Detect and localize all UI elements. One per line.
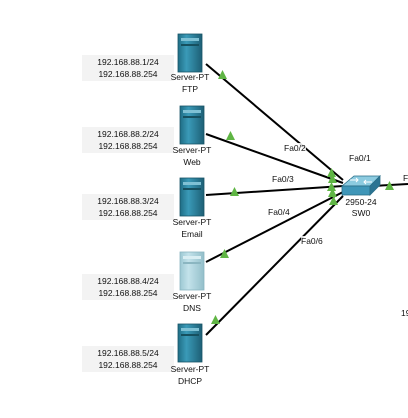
- link-dhcp[interactable]: [205, 195, 344, 336]
- ip-address: 192.168.88.1/24: [97, 57, 159, 67]
- switch-model-label: 2950-24: [345, 197, 377, 207]
- server-name-dns: DNS: [183, 303, 201, 313]
- server-type-label: Server-PT: [170, 72, 210, 82]
- link-up-icon: [329, 196, 338, 205]
- ip-config-ftp: 192.168.88.1/24 192.168.88.254: [82, 55, 174, 81]
- link-up-icon: [328, 188, 337, 197]
- gateway-address: 192.168.88.254: [98, 141, 158, 151]
- edge-label-bottom: 19: [401, 308, 408, 318]
- edge-label-top: F: [403, 173, 408, 183]
- link-web[interactable]: [205, 133, 344, 184]
- server-icon[interactable]: [177, 323, 203, 363]
- ip-address: 192.168.88.3/24: [97, 196, 159, 206]
- link-up-icon: [328, 174, 337, 183]
- ip-address: 192.168.88.5/24: [97, 348, 159, 358]
- ip-config-web: 192.168.88.2/24 192.168.88.254: [82, 127, 174, 153]
- server-icon[interactable]: [179, 105, 205, 145]
- server-name-dhcp: DHCP: [177, 376, 203, 386]
- link-ftp[interactable]: [205, 63, 344, 181]
- server-icon[interactable]: [179, 177, 205, 217]
- ip-config-dhcp: 192.168.88.5/24 192.168.88.254: [82, 346, 174, 372]
- port-label-email: Fa0/3: [272, 174, 294, 184]
- server-name-email: Email: [181, 229, 203, 239]
- link-up-icon: [211, 315, 220, 324]
- link-dns[interactable]: [205, 191, 344, 263]
- link-email[interactable]: [205, 185, 344, 196]
- switch-icon[interactable]: [340, 175, 381, 196]
- server-type-label: Server-PT: [170, 364, 210, 374]
- gateway-address: 192.168.88.254: [98, 208, 158, 218]
- link-up-icon: [327, 168, 336, 177]
- server-type-label: Server-PT: [172, 291, 212, 301]
- gateway-address: 192.168.88.254: [98, 69, 158, 79]
- server-icon[interactable]: [179, 251, 205, 291]
- link-up-icon: [230, 187, 239, 196]
- server-icon[interactable]: [177, 33, 203, 73]
- server-type-label: Server-PT: [172, 145, 212, 155]
- switch-name-label: SW0: [351, 208, 371, 218]
- link-up-icon: [385, 181, 394, 190]
- link-up-icon: [220, 249, 229, 258]
- link-up-icon: [226, 131, 235, 140]
- server-type-label: Server-PT: [172, 217, 212, 227]
- gateway-address: 192.168.88.254: [98, 288, 158, 298]
- port-label-dns: Fa0/4: [268, 207, 290, 217]
- link-up-icon: [327, 182, 336, 191]
- port-label-uplink: Fa0/1: [349, 153, 371, 163]
- gateway-address: 192.168.88.254: [98, 360, 158, 370]
- ip-config-dns: 192.168.88.4/24 192.168.88.254: [82, 274, 174, 300]
- ip-address: 192.168.88.4/24: [97, 276, 159, 286]
- ip-config-email: 192.168.88.3/24 192.168.88.254: [82, 194, 174, 220]
- port-label-dhcp: Fa0/6: [301, 236, 323, 246]
- server-name-web: Web: [183, 157, 201, 167]
- ip-address: 192.168.88.2/24: [97, 129, 159, 139]
- link-status-indicators: [211, 70, 394, 324]
- server-name-ftp: FTP: [181, 84, 199, 94]
- link-up-icon: [218, 70, 227, 79]
- port-label-ftp: Fa0/2: [284, 143, 306, 153]
